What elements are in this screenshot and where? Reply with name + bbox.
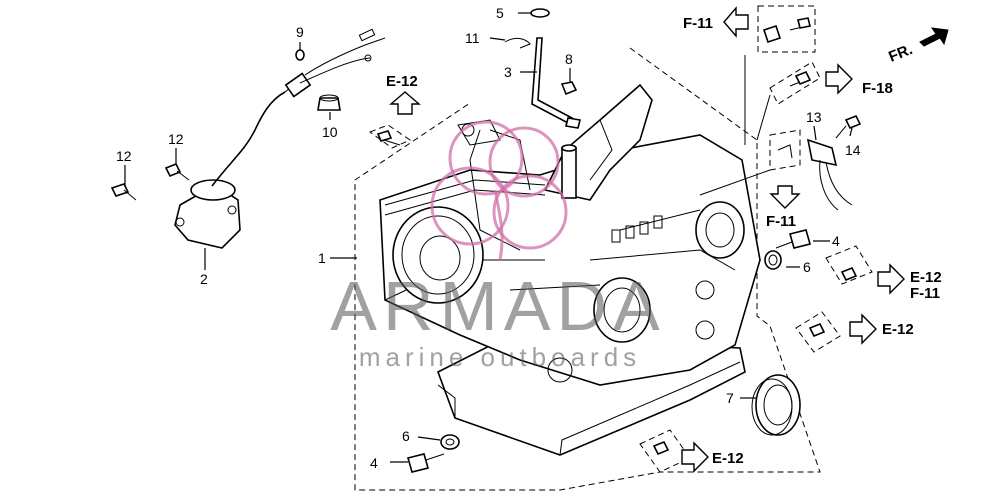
callout-2: 2 [200, 271, 208, 287]
callout-8: 8 [565, 51, 573, 67]
ref-box-e12-bottom [639, 429, 691, 473]
group-outline [354, 47, 821, 491]
ref-box-f18 [769, 61, 821, 105]
arrow-down-f11-mid [769, 185, 801, 209]
ref-box-e12-right1 [825, 245, 873, 285]
ref-e12-bottom: E-12 [712, 450, 744, 467]
ref-e12-top: E-12 [386, 73, 418, 90]
bolt-14 [835, 114, 862, 139]
callout-13: 13 [806, 109, 822, 125]
front-arrow-icon [919, 27, 949, 47]
callout-14: 14 [845, 142, 861, 158]
ref-f11-mid: F-11 [766, 213, 796, 230]
arrow-left-f11-top [723, 6, 749, 38]
callout-1: 1 [318, 250, 326, 266]
clip-11 [504, 37, 531, 49]
ref-e12-right2: E-12 [882, 321, 914, 338]
watermark-logo [430, 120, 568, 261]
oil-seal-7 [751, 374, 801, 436]
callout-7: 7 [726, 390, 734, 406]
arrow-right-e12-2 [849, 313, 877, 345]
washer-5 [530, 8, 550, 18]
ignition-coil [174, 28, 386, 249]
grommet-10 [317, 94, 341, 111]
callout-4-bottom: 4 [370, 455, 378, 471]
leader-lines [124, 12, 853, 463]
nut-8 [560, 81, 578, 96]
callout-11: 11 [465, 30, 480, 46]
callout-12-left: 12 [116, 148, 132, 164]
callout-3: 3 [504, 64, 512, 80]
ref-box-f11-mid [769, 129, 801, 171]
ref-box-top-left [368, 124, 412, 149]
callout-10: 10 [322, 124, 338, 140]
lever-rod-3 [531, 37, 581, 129]
callout-6-bottom: 6 [402, 428, 410, 444]
cylinder-block [379, 83, 761, 456]
bolt-12-b [164, 162, 190, 181]
washer-6-right [764, 250, 782, 270]
ref-e12-right1: E-12 [910, 269, 942, 286]
ref-front: FR. [886, 41, 915, 66]
washer-6-bottom [440, 434, 460, 450]
bolt-4-bottom [407, 453, 445, 473]
callout-6-right: 6 [803, 259, 811, 275]
ref-box-e12-right2 [795, 311, 841, 353]
sensor-13 [806, 138, 853, 211]
arrow-right-e12-1 [877, 263, 905, 295]
watermark-tagline: marine outboards [359, 342, 641, 372]
arrow-right-f18 [825, 63, 853, 95]
ref-f11-top: F-11 [683, 15, 713, 32]
arrow-up-e12-top [389, 91, 421, 115]
callout-9: 9 [296, 24, 304, 40]
arrow-right-e12-bottom [681, 441, 709, 473]
callout-12-mid: 12 [168, 131, 184, 147]
ref-box-f11-top [757, 5, 816, 53]
bolt-12-a [110, 183, 137, 201]
ref-f11-right: F-11 [910, 285, 940, 302]
bolt-4-right [775, 229, 811, 249]
callout-5: 5 [496, 5, 504, 21]
callout-4-right: 4 [832, 233, 840, 249]
ref-f18: F-18 [862, 80, 893, 97]
watermark-brand: ARMADA [330, 267, 665, 345]
o-ring-9 [295, 49, 305, 61]
